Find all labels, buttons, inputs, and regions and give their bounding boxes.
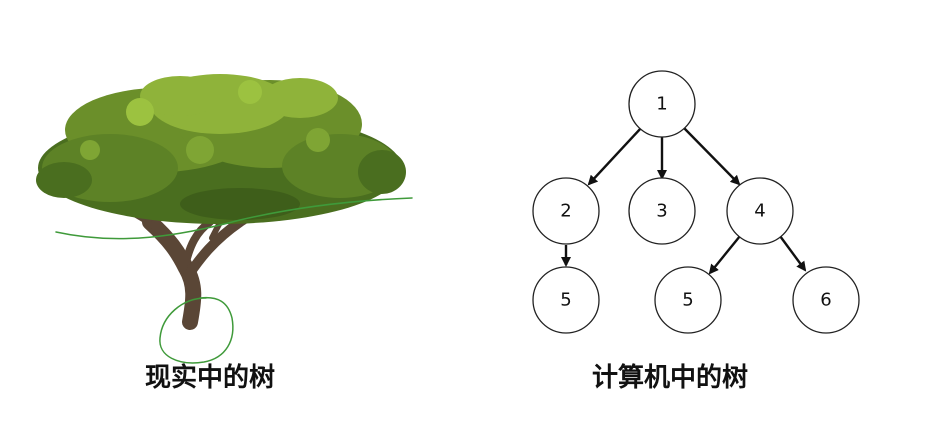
tree-canopy [36,74,406,224]
edge-4-5 [708,235,741,275]
node-label: 2 [560,201,571,222]
node-label: 3 [656,201,667,222]
tree-diagram: 1 2 3 4 5 5 6 [532,70,860,334]
caption-real-tree: 现实中的树 [144,363,275,393]
node-label: 6 [820,290,831,311]
tree-node: 6 [792,266,860,334]
tree-node: 1 [628,70,696,138]
real-tree-image [36,74,413,364]
node-label: 5 [560,290,571,311]
node-label: 4 [754,201,765,222]
node-label: 5 [682,290,693,311]
tree-node: 5 [654,266,722,334]
node-label: 1 [656,94,667,115]
tree-node: 5 [532,266,600,334]
tree-node: 3 [628,177,696,245]
tree-node: 2 [532,177,600,245]
annotation-strokes [55,197,413,364]
edge-1-2 [587,127,642,186]
edge-1-4 [683,127,741,186]
caption-computer-tree: 计算机中的树 [591,363,748,393]
edge-4-6 [779,235,807,272]
tree-node: 4 [726,177,794,245]
